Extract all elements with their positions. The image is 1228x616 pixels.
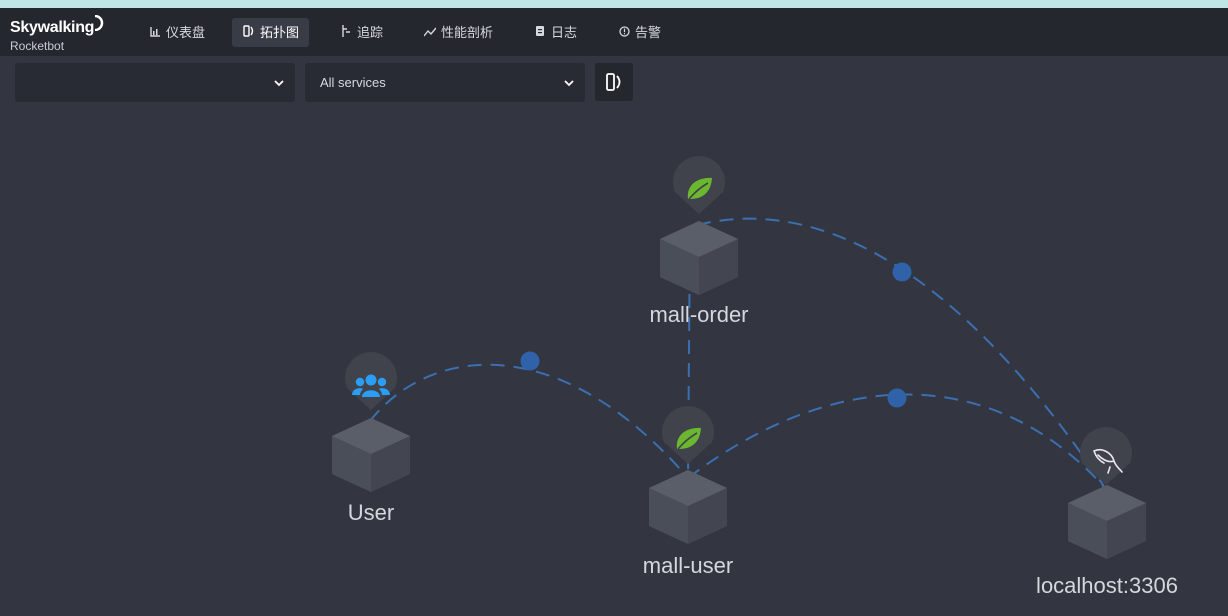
node-label-user: User	[347, 500, 395, 525]
nav-item-label: 告警	[635, 25, 662, 40]
logo-subtitle: Rocketbot	[10, 39, 65, 53]
alarm-icon	[617, 20, 631, 49]
edge-dot[interactable]	[520, 351, 540, 371]
service-select-value: All services	[320, 75, 386, 90]
nav-item-label: 性能剖析	[441, 25, 494, 40]
chevron-down-icon	[564, 80, 574, 87]
edge-dot[interactable]	[887, 388, 907, 408]
nav-item-log[interactable]: 日志	[523, 18, 587, 47]
edge-mall-order-localhost[interactable]	[696, 217, 1106, 489]
nav-item-dashboard[interactable]: 仪表盘	[138, 18, 215, 47]
log-icon	[533, 20, 547, 49]
chevron-down-icon	[274, 80, 284, 87]
skywalking-logo[interactable]: Skywalking Rocketbot	[10, 15, 120, 53]
topology-view-button[interactable]	[595, 63, 633, 101]
spring-leaf-icon	[673, 156, 725, 214]
edge-dot[interactable]	[892, 262, 912, 282]
dashboard-icon	[148, 20, 162, 49]
users-icon	[345, 352, 397, 410]
trace-icon	[339, 20, 353, 49]
nav-item-label: 日志	[551, 25, 578, 40]
spring-leaf-icon	[662, 406, 714, 464]
node-user[interactable]	[332, 352, 410, 492]
node-label-mall-order: mall-order	[649, 302, 749, 327]
profile-icon	[423, 20, 437, 49]
nav-item-profile[interactable]: 性能剖析	[413, 18, 503, 47]
node-label-mall-user: mall-user	[642, 553, 734, 578]
topology-icon	[606, 73, 621, 91]
node-localhost-3306[interactable]	[1068, 427, 1146, 559]
nav-item-label: 追踪	[357, 25, 384, 40]
top-navbar: Skywalking Rocketbot 仪表盘 拓扑图 追踪 性能剖析 日志 …	[0, 8, 1228, 56]
node-mall-user[interactable]	[649, 406, 727, 544]
nav-item-label: 仪表盘	[166, 25, 206, 40]
edge-user-mall-user[interactable]	[369, 363, 689, 479]
topology-icon	[242, 20, 256, 49]
nav-item-trace[interactable]: 追踪	[329, 18, 393, 47]
logo-title: Skywalking	[10, 19, 95, 36]
nav-item-topology[interactable]: 拓扑图	[232, 18, 310, 49]
mysql-dolphin-icon	[1080, 427, 1132, 485]
service-select[interactable]: All services	[305, 63, 585, 102]
node-label-localhost-3306: localhost:3306	[1036, 573, 1178, 598]
edge-mall-user-localhost[interactable]	[687, 393, 1106, 489]
node-mall-order[interactable]	[660, 156, 738, 295]
nav-item-alarm[interactable]: 告警	[607, 18, 671, 47]
logo-arc-icon	[94, 15, 104, 31]
group-select[interactable]	[15, 63, 295, 102]
nav-item-label: 拓扑图	[260, 25, 300, 40]
window-top-strip	[0, 0, 1228, 8]
